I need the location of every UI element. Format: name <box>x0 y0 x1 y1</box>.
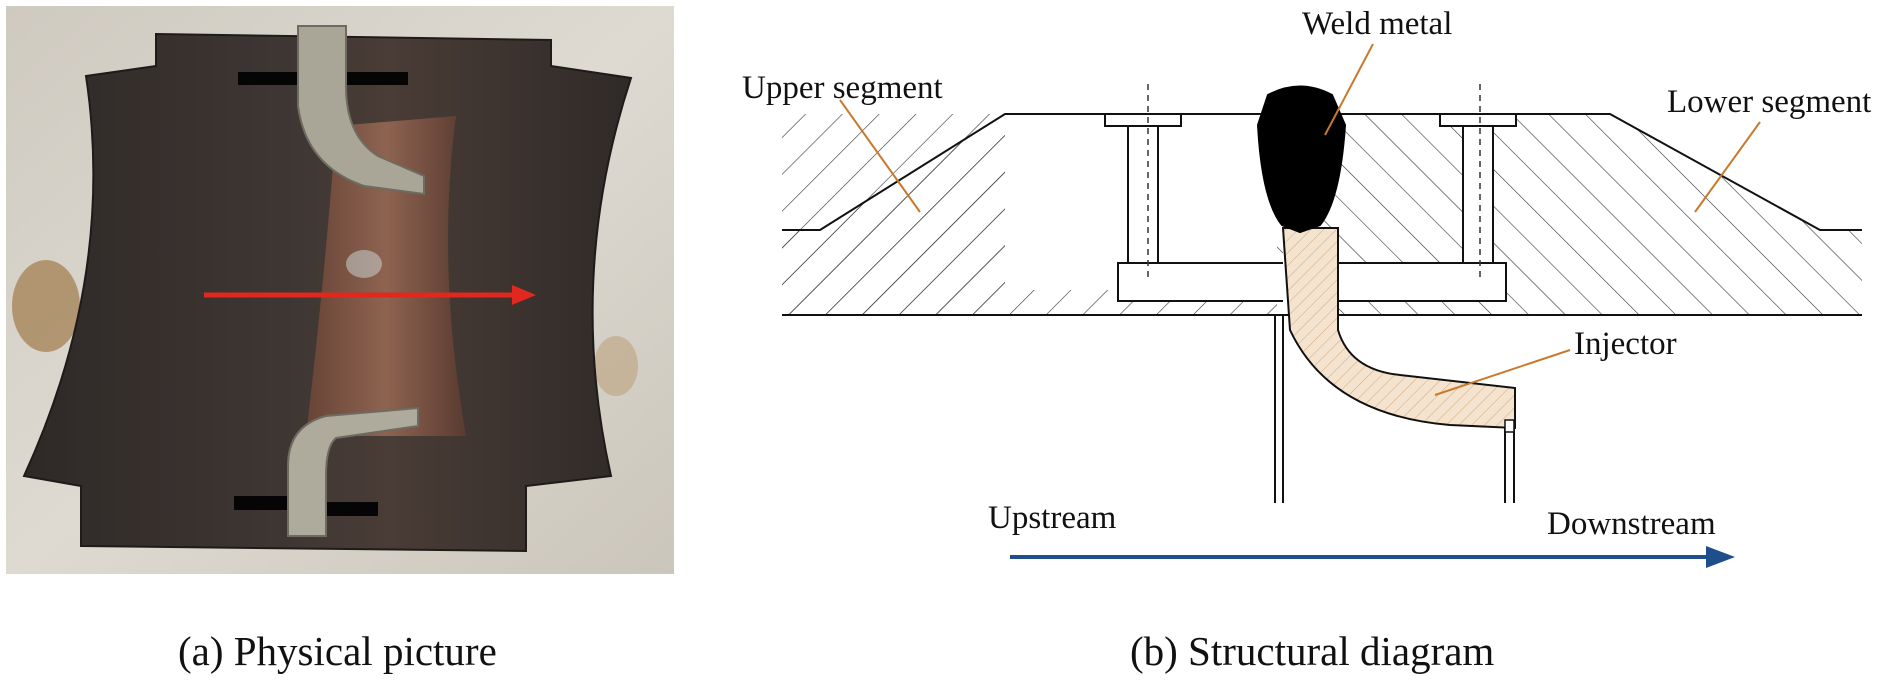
rust-spot <box>594 336 638 396</box>
slot <box>238 72 298 85</box>
physical-picture-panel <box>6 6 674 574</box>
slot <box>326 502 378 516</box>
caption-structural-diagram: (b) Structural diagram <box>1130 628 1495 674</box>
label-injector: Injector <box>1574 326 1677 362</box>
injector-leader <box>1434 349 1571 396</box>
injector-body <box>1281 227 1516 430</box>
physical-picture <box>6 6 674 574</box>
upper-segment-leader <box>839 99 921 213</box>
bolt-shank-left <box>1127 125 1159 265</box>
bolt-head-recess-right <box>1439 113 1517 127</box>
top-injector-insert <box>297 25 425 196</box>
label-lower-segment: Lower segment <box>1667 84 1872 120</box>
caption-physical-picture: (a) Physical picture <box>178 628 497 674</box>
label-upper-segment: Upper segment <box>742 70 943 106</box>
light-reflection <box>346 250 382 278</box>
weld-metal-leader <box>1324 43 1374 136</box>
flow-direction-arrowhead <box>512 285 536 305</box>
slot <box>346 72 408 85</box>
slot <box>234 496 292 510</box>
label-weld-metal: Weld metal <box>1302 6 1453 42</box>
bottom-injector-insert <box>287 406 419 537</box>
injector-tip <box>1504 419 1515 433</box>
label-downstream: Downstream <box>1547 506 1716 542</box>
label-upstream: Upstream <box>988 500 1117 536</box>
rust-groove <box>306 116 466 436</box>
bolt-head-recess-left <box>1104 113 1182 127</box>
upper-segment-body <box>782 114 1005 315</box>
weld-metal-bead <box>1256 85 1347 234</box>
bolt-shank-right <box>1462 125 1494 265</box>
lower-segment-leader <box>1694 121 1761 213</box>
flow-direction-arrowhead <box>1706 546 1735 568</box>
rust-spot <box>12 260 80 352</box>
